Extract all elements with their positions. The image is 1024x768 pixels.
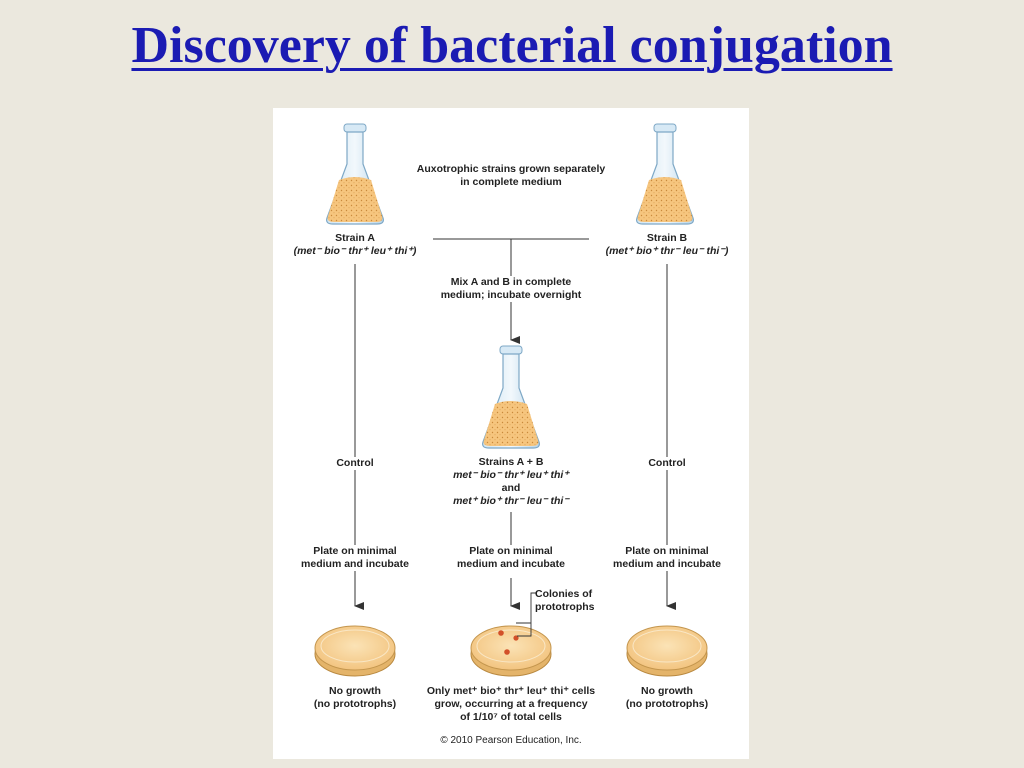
result-center-line-3: of 1/10⁷ of total cells bbox=[460, 711, 562, 723]
slide-title: Discovery of bacterial conjugation bbox=[131, 17, 893, 74]
plate-step-right-line-2: medium and incubate bbox=[613, 558, 721, 570]
mix-step-label: Mix A and B in complete medium; incubate… bbox=[421, 276, 601, 302]
strain-a-name: Strain A bbox=[335, 232, 375, 244]
top-note: Auxotrophic strains grown separately in … bbox=[391, 163, 631, 189]
mix-step-line-1: Mix A and B in complete bbox=[450, 276, 572, 288]
plate-step-left: Plate on minimal medium and incubate bbox=[285, 545, 425, 571]
plate-step-right-line-1: Plate on minimal bbox=[625, 545, 709, 557]
colony-3 bbox=[504, 649, 510, 655]
mix-step-line-2: medium; incubate overnight bbox=[440, 289, 582, 301]
result-center: Only met⁺ bio⁺ thr⁺ leu⁺ thi⁺ cells grow… bbox=[401, 685, 621, 724]
plate-step-center-line-1: Plate on minimal bbox=[469, 545, 553, 557]
flask-strain-b bbox=[636, 123, 694, 225]
mixed-genotype-2: met⁺ bio⁺ thr⁻ leu⁻ thi⁻ bbox=[453, 495, 569, 507]
strain-a-genotype: (met⁻ bio⁻ thr⁺ leu⁺ thi⁺) bbox=[293, 245, 417, 257]
result-center-line-1: Only met⁺ bio⁺ thr⁺ leu⁺ thi⁺ cells bbox=[426, 685, 596, 697]
plate-step-right: Plate on minimal medium and incubate bbox=[597, 545, 737, 571]
colonies-label: Colonies of prototrophs bbox=[535, 588, 615, 614]
result-center-line-2: grow, occurring at a frequency bbox=[434, 698, 588, 710]
plate-left bbox=[314, 625, 396, 677]
flask-strains-a-b bbox=[482, 345, 540, 449]
plate-right bbox=[626, 625, 708, 677]
plate-step-center-line-2: medium and incubate bbox=[457, 558, 565, 570]
mixed-strains-name: Strains A + B bbox=[478, 456, 544, 468]
copyright-notice: © 2010 Pearson Education, Inc. bbox=[440, 735, 582, 746]
result-left-line-2: (no prototrophs) bbox=[313, 698, 397, 710]
strain-b-genotype: (met⁺ bio⁺ thr⁻ leu⁻ thi⁻) bbox=[605, 245, 729, 257]
result-right-line-1: No growth bbox=[641, 685, 693, 697]
strain-a-label: Strain A (met⁻ bio⁻ thr⁺ leu⁺ thi⁺) bbox=[277, 232, 433, 258]
top-note-line-2: in complete medium bbox=[460, 176, 562, 188]
flask-strain-a bbox=[326, 123, 384, 225]
colony-1 bbox=[498, 630, 504, 636]
colonies-line-1: Colonies of bbox=[535, 588, 593, 600]
plate-step-left-line-1: Plate on minimal bbox=[313, 545, 397, 557]
figure-graphics bbox=[314, 123, 708, 677]
plate-step-left-line-2: medium and incubate bbox=[301, 558, 409, 570]
control-left-label: Control bbox=[315, 457, 395, 470]
top-note-line-1: Auxotrophic strains grown separately bbox=[416, 163, 606, 175]
colonies-line-2: prototrophs bbox=[535, 601, 595, 613]
result-left-line-1: No growth bbox=[329, 685, 381, 697]
strain-b-label: Strain B (met⁺ bio⁺ thr⁻ leu⁻ thi⁻) bbox=[589, 232, 745, 258]
plate-step-center: Plate on minimal medium and incubate bbox=[441, 545, 581, 571]
conjugation-figure: Auxotrophic strains grown separately in … bbox=[273, 108, 749, 759]
colonies-callout-line bbox=[516, 592, 537, 637]
mixed-strains-label: Strains A + B met⁻ bio⁻ thr⁺ leu⁺ thi⁺ a… bbox=[421, 456, 601, 508]
plate-center bbox=[470, 625, 552, 677]
result-right: No growth (no prototrophs) bbox=[597, 685, 737, 711]
mixed-genotype-1: met⁻ bio⁻ thr⁺ leu⁺ thi⁺ bbox=[453, 469, 569, 481]
result-right-line-2: (no prototrophs) bbox=[625, 698, 709, 710]
control-right-label: Control bbox=[627, 457, 707, 470]
strain-b-name: Strain B bbox=[646, 232, 688, 244]
colony-2 bbox=[513, 635, 519, 641]
result-left: No growth (no prototrophs) bbox=[285, 685, 425, 711]
mixed-and: and bbox=[501, 482, 521, 494]
